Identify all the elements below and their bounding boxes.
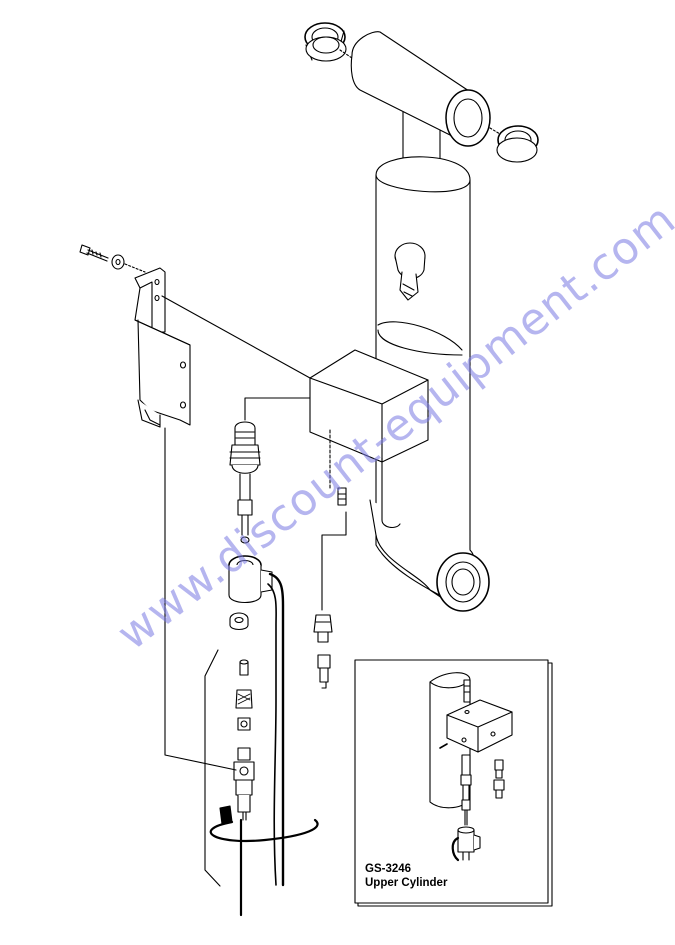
inset-detail-box xyxy=(354,659,553,907)
tee-fitting xyxy=(233,747,255,821)
inset-part-number: GS-3246 xyxy=(365,863,412,875)
coil-nut xyxy=(229,612,249,631)
coil-wires xyxy=(267,572,285,887)
adapter-nut xyxy=(237,717,251,731)
ferrule xyxy=(239,659,249,676)
inset-title: Upper Cylinder xyxy=(365,877,448,889)
upper-bushing-left xyxy=(304,22,347,62)
inset-caption: GS-3246 Upper Cylinder xyxy=(365,862,447,890)
cylinder-port-fitting xyxy=(394,242,426,301)
coil-bracket xyxy=(134,267,191,428)
hose-fitting-lower xyxy=(317,654,331,689)
mounting-screw xyxy=(79,244,109,262)
lower-pivot-eye xyxy=(436,552,490,612)
upper-bushing-right xyxy=(496,125,539,163)
mounting-washer xyxy=(111,254,125,270)
cartridge-valve xyxy=(229,421,261,544)
cylinder-body xyxy=(369,111,475,601)
pivot-tube xyxy=(350,31,491,147)
cable-loop xyxy=(209,818,319,917)
solenoid-coil xyxy=(228,555,273,604)
orifice-fitting xyxy=(337,487,347,506)
valve-block xyxy=(309,349,429,463)
hose-fitting-upper xyxy=(313,614,333,643)
compression-nut xyxy=(235,689,253,709)
